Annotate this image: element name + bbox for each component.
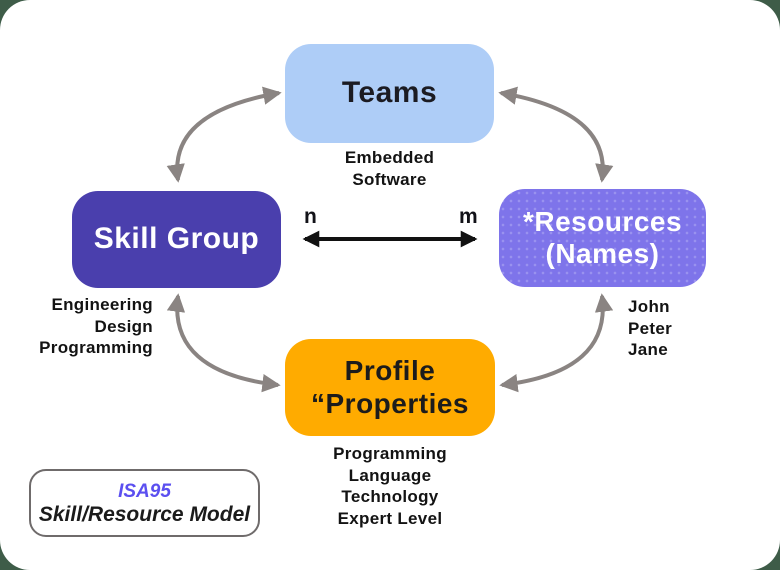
node-teams-label: Teams xyxy=(341,76,438,110)
annotation-line: Jane xyxy=(628,340,668,359)
annotation-line: Programming xyxy=(39,338,153,357)
cardinality-m: m xyxy=(459,205,478,228)
annotation-line: Peter xyxy=(628,318,673,338)
annotation-line: Engineering xyxy=(51,295,153,314)
arrow-skillgroup-profile xyxy=(166,293,281,393)
node-resources-annotation: John Peter Jane xyxy=(628,296,672,361)
node-resources-label-line2: (Names) xyxy=(545,238,660,269)
annotation-line: Embedded xyxy=(344,148,435,167)
node-teams-annotation: Embedded Software xyxy=(285,147,494,190)
node-teams: Teams xyxy=(285,44,494,143)
arrow-teams-resources xyxy=(498,86,614,183)
annotation-line: Programming xyxy=(333,444,447,463)
legend-subtitle: Skill/Resource Model xyxy=(38,502,251,526)
arrow-teams-skillgroup xyxy=(166,86,282,183)
annotation-line: John xyxy=(628,297,670,316)
annotation-line: Expert Level xyxy=(337,508,443,528)
node-resources: *Resources (Names) xyxy=(499,189,706,287)
annotation-line: Software xyxy=(352,169,427,189)
node-skill-group: Skill Group xyxy=(72,191,281,288)
node-resources-label-line1: *Resources xyxy=(522,205,683,237)
node-profile-label-line1: Profile xyxy=(344,355,436,387)
legend-title: ISA95 xyxy=(118,480,171,502)
annotation-line: Design xyxy=(94,316,153,336)
node-profile-properties: Profile “Properties xyxy=(285,339,495,436)
annotation-line: Technology xyxy=(341,487,439,506)
annotation-line: Language xyxy=(348,465,432,485)
arrow-resources-profile xyxy=(499,293,614,393)
cardinality-n: n xyxy=(304,205,317,228)
legend-box: ISA95 Skill/Resource Model xyxy=(29,469,260,537)
node-profile-annotation: Programming Language Technology Expert L… xyxy=(285,443,495,529)
node-skill-group-label: Skill Group xyxy=(93,222,260,256)
node-skill-group-annotation: Engineering Design Programming xyxy=(0,294,153,359)
node-profile-label-line2: “Properties xyxy=(311,387,469,419)
